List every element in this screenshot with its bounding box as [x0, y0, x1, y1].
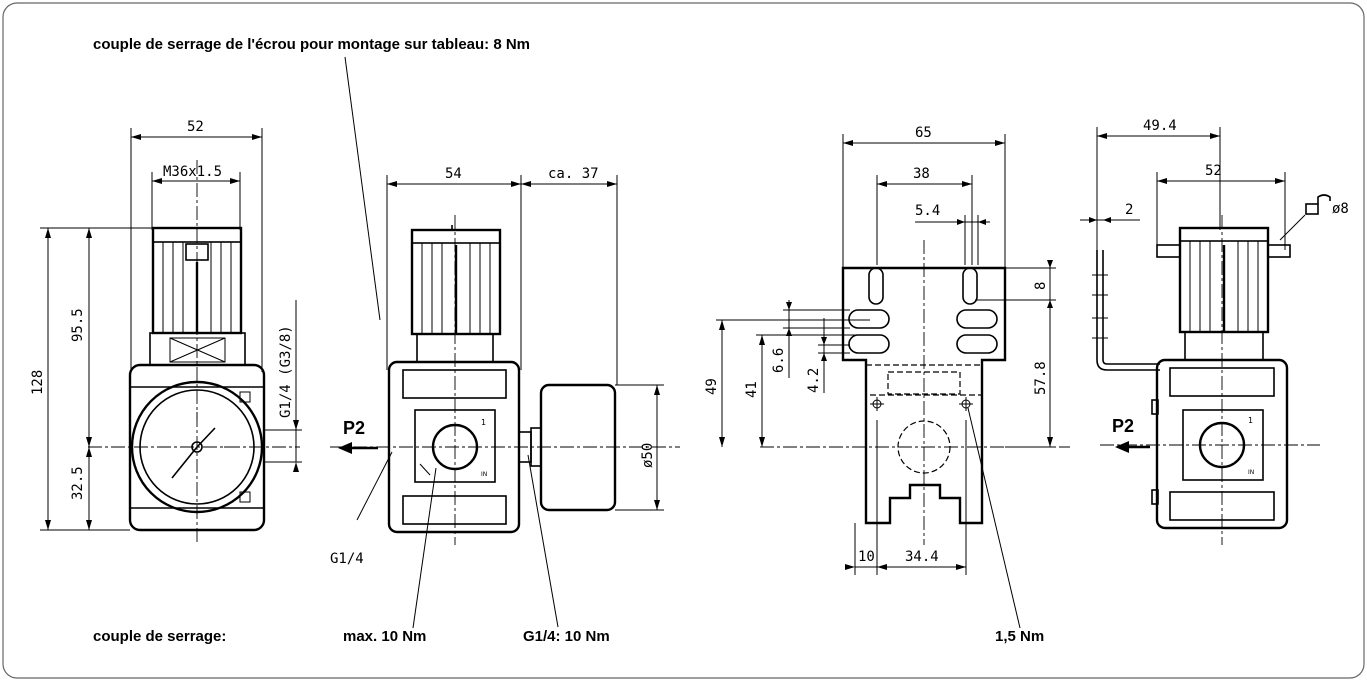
torque-label: couple de serrage: [93, 628, 226, 645]
dim-height-41: 41 [744, 381, 760, 398]
dim-4-2: 4.2 [806, 368, 822, 393]
port-label: G1/4 [330, 551, 364, 567]
dim-thread: M36x1.5 [163, 164, 222, 180]
dim-body-width-54: 54 [445, 166, 462, 182]
view-front: 52 M36x1.5 [30, 119, 302, 545]
torque-bracket: 1,5 Nm [995, 628, 1044, 645]
svg-text:IN: IN [1248, 469, 1254, 476]
dim-offset-49-4: 49.4 [1143, 118, 1177, 134]
dim-bracket-thickness: 2 [1125, 202, 1133, 218]
dim-height-95-5: 95.5 [70, 308, 86, 342]
svg-text:IN: IN [481, 471, 487, 478]
dim-height-49: 49 [704, 378, 720, 395]
view-mounted: 49.4 52 2 ø8 [1080, 118, 1349, 545]
view-side: 54 ca. 37 1 IN [330, 166, 680, 567]
dim-34-4: 34.4 [905, 549, 939, 565]
torque-gauge: G1/4: 10 Nm [523, 628, 610, 645]
view-bracket: 65 38 5.4 8 [704, 125, 1070, 629]
dim-total-width-65: 65 [915, 125, 932, 141]
panel-torque-annotation: couple de serrage de l'écrou pour montag… [93, 36, 530, 53]
dim-gauge-diameter: ø50 [640, 443, 656, 468]
dim-lock-diameter: ø8 [1332, 201, 1349, 217]
dim-gauge-depth: ca. 37 [548, 166, 599, 182]
svg-text:1: 1 [1248, 416, 1253, 425]
dim-57-8: 57.8 [1033, 361, 1049, 395]
torque-port: max. 10 Nm [343, 628, 426, 645]
dim-width-52: 52 [187, 119, 204, 135]
dim-slot-width: 5.4 [915, 203, 940, 219]
dim-gauge-port: G1/4 (G3/8) [278, 325, 294, 418]
dim-slot-length: 8 [1033, 282, 1049, 290]
svg-text:1: 1 [481, 418, 486, 427]
dim-height-32-5: 32.5 [70, 466, 86, 500]
dim-height-128: 128 [30, 370, 46, 395]
dim-6-6: 6.6 [771, 348, 787, 373]
dim-hole-spacing-38: 38 [913, 166, 930, 182]
outlet-label-mounted: P2 [1112, 416, 1134, 436]
dim-10: 10 [858, 549, 875, 565]
dim-width-52-mounted: 52 [1205, 163, 1222, 179]
outlet-label-side: P2 [343, 418, 365, 438]
